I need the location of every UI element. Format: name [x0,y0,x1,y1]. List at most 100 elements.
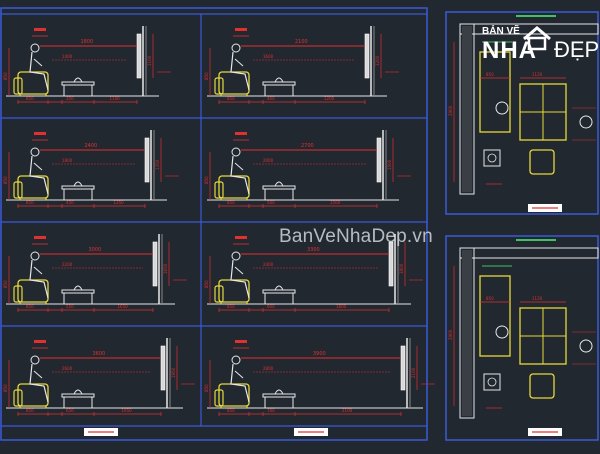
sofa-arm [13,181,23,199]
bottom-dim-table: 550 [66,304,74,309]
plan-person [579,339,593,353]
top-note-mark [34,28,46,31]
table-decor [274,285,284,291]
top-note-mark [34,236,46,239]
tv-height-label: 1350 [155,159,160,170]
plan-side-table [483,149,501,167]
plan-dim-label: 850 [486,296,494,301]
person-head [231,43,241,53]
height-dim-label: 850 [3,384,8,392]
sight-dim-label: 3300 [307,247,320,253]
tv-dim-label: 2800 [263,366,274,371]
tv-dim-label: 1400 [62,54,73,59]
top-note-mark [235,28,247,31]
plan-armchair [529,149,555,175]
bottom-dim-sofa: 850 [26,304,34,309]
tv-height-label: 1950 [171,367,176,378]
person-body [29,259,49,299]
plan-person [579,115,593,129]
house-icon [523,26,551,51]
plan-dim-label: 850 [486,72,494,77]
sofa-arm [13,77,23,95]
person-head [30,355,40,365]
height-dim-label: 850 [3,72,8,80]
bottom-dim-table: 700 [267,408,275,413]
sofa-arm [214,77,224,95]
watermark: BanVeNhaDep.vn [279,226,433,247]
title-tag-elev-left [84,428,118,436]
person-arm [33,162,43,171]
bottom-dim-sofa: 850 [26,96,34,101]
plan-wall-top [459,247,599,259]
person-body [29,51,49,91]
brand-logo: BẢN VẼ NHÀ ĐẸP [474,22,600,68]
bottom-dim-sofa: 850 [26,200,34,205]
plan-side-table [483,373,501,391]
table-top [262,289,296,294]
person-arm [33,370,43,379]
table-decor [73,77,83,83]
sofa-arm [13,389,23,407]
person-body [230,259,250,299]
top-note-mark [34,340,46,343]
top-note-mark [235,340,247,343]
tv-dim-label: 1600 [263,54,274,59]
tv-screen [136,33,142,79]
plan-dim-label: 1120 [532,72,543,77]
top-note-mark [235,236,247,239]
height-dim-label: 850 [204,176,209,184]
tv-height-label: 1100 [147,55,152,66]
bottom-dim-gap: 1500 [330,200,341,205]
sight-dim-label: 3900 [313,351,326,357]
bottom-dim-table: 500 [267,200,275,205]
tv-height-label: 2100 [411,367,416,378]
bottom-dim-gap: 1650 [118,304,129,309]
title-tag-elev-right [294,428,328,436]
person-arm [234,162,244,171]
sight-dim-label: 3000 [89,247,102,253]
person-body [230,363,250,403]
tv-screen [160,345,166,391]
plan-wall-hatch [462,26,472,192]
person-head [30,147,40,157]
top-note-mark [34,132,46,135]
bottom-dim-table: 400 [267,96,275,101]
plan-dim-label: 1120 [532,296,543,301]
plan-armchair [529,373,555,399]
table-top [61,185,95,190]
plan-lamp [487,377,497,387]
plan-wall-hatch [462,250,472,416]
plan-frame-top [445,11,599,215]
sofa-arm [13,285,23,303]
elevations-frame [0,7,428,441]
bottom-dim-gap: 1350 [114,200,125,205]
bottom-dim-sofa: 850 [227,96,235,101]
person-arm [234,266,244,275]
person-head [30,251,40,261]
bottom-dim-table: 450 [66,200,74,205]
person-head [231,147,241,157]
tv-screen [400,345,406,391]
bottom-dim-table: 650 [66,408,74,413]
sight-dim-label: 2700 [301,143,314,149]
person-body [29,363,49,403]
tv-dim-label: 1800 [62,158,73,163]
tv-dim-label: 2600 [62,366,73,371]
sofa-arm [214,285,224,303]
person-head [231,355,241,365]
tv-height-label: 1650 [163,263,168,274]
plan-frame-bottom [445,235,599,441]
sight-dim-label: 3600 [93,351,106,357]
tv-screen [144,137,150,183]
sofa-arm [214,181,224,199]
sofa-arm [214,389,224,407]
tv-screen [376,137,382,183]
logo-line3: ĐẸP [554,37,600,62]
